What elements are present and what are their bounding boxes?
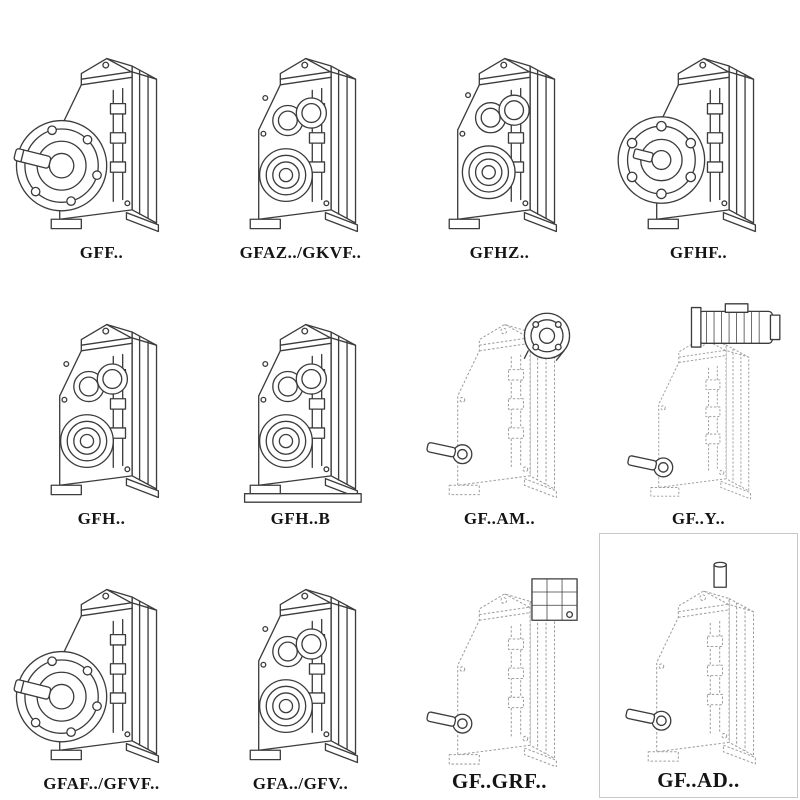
model-label: GFHF.. xyxy=(669,243,728,263)
model-label: GFAF../GFVF.. xyxy=(43,774,160,793)
gearbox-input-attachment-icon xyxy=(425,578,578,767)
model-label: GFH.. xyxy=(77,508,126,528)
catalog-cell: GFHF.. xyxy=(599,2,798,267)
gearbox-hollow-shaft-icon xyxy=(50,323,159,498)
model-label: GFHZ.. xyxy=(469,243,530,263)
catalog-cell: GFA../GFV.. xyxy=(201,533,400,798)
gearbox-input-shaft-adapter-icon xyxy=(624,561,756,765)
model-label: GF..AM.. xyxy=(463,508,536,528)
catalog-cell: GFH.. xyxy=(2,267,201,532)
model-label: GF..GRF.. xyxy=(451,769,548,793)
catalog-cell: GF..AD.. xyxy=(599,532,798,798)
gearbox-hollow-shaft-base-icon xyxy=(243,323,362,503)
gearbox-hollow-shaft-icon xyxy=(249,58,358,233)
catalog-cell: GFH..B xyxy=(201,267,400,532)
model-label: GFA../GFV.. xyxy=(252,774,349,793)
model-label: GF..AD.. xyxy=(657,768,740,792)
gearbox-hollow-shaft-angled-icon xyxy=(448,58,557,233)
gearbox-hollow-shaft-icon xyxy=(249,588,358,764)
gearbox-flange-output-shaft-icon xyxy=(12,588,159,764)
model-label: GF..Y.. xyxy=(671,508,726,528)
catalog-cell: GFAF../GFVF.. xyxy=(2,533,201,798)
model-label: GFF.. xyxy=(79,243,124,263)
model-label: GFH..B xyxy=(270,508,331,528)
catalog-cell: GF..AM.. xyxy=(400,267,599,532)
gearbox-output-flange-icon xyxy=(617,58,756,233)
gearbox-flange-output-shaft-icon xyxy=(12,58,159,233)
catalog-cell: GFAZ../GKVF.. xyxy=(201,2,400,267)
catalog-cell: GF..Y.. xyxy=(599,267,798,532)
catalog-cell: GFHZ.. xyxy=(400,2,599,267)
gearbox-motor-adapter-flange-icon xyxy=(425,312,570,498)
gearbox-with-motor-icon xyxy=(626,302,780,499)
model-label: GFAZ../GKVF.. xyxy=(239,243,362,263)
catalog-cell: GFF.. xyxy=(2,2,201,267)
catalog-cell: GF..GRF.. xyxy=(400,533,599,798)
